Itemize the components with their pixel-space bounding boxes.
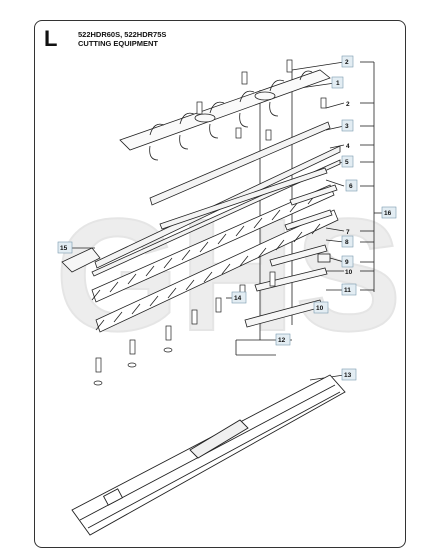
- callout-1: 1: [331, 76, 344, 89]
- svg-text:10: 10: [345, 269, 353, 276]
- callout-10b: 10: [313, 301, 329, 314]
- watermark: GHS: [54, 184, 403, 365]
- callout-13: 13: [341, 368, 357, 381]
- blade-cover-top: [119, 69, 331, 161]
- svg-text:6: 6: [349, 183, 353, 190]
- svg-text:16: 16: [384, 210, 392, 217]
- svg-text:15: 15: [60, 245, 68, 252]
- svg-text:9: 9: [345, 259, 349, 266]
- model-line: 522HDR60S, 522HDR75S: [78, 30, 167, 39]
- callout-2a: 2: [341, 55, 354, 68]
- callout-2b: 2: [346, 101, 350, 108]
- callout-9: 9: [341, 255, 354, 268]
- callout-14: 14: [231, 291, 247, 304]
- cutting-blades: [91, 184, 339, 333]
- svg-text:10: 10: [316, 305, 324, 312]
- callout-11: 11: [341, 283, 357, 296]
- svg-text:3: 3: [345, 123, 349, 130]
- callouts: 2 1 2 3 4 5 6 16 7: [57, 55, 397, 381]
- svg-text:13: 13: [344, 372, 352, 379]
- blade-guard: [71, 374, 346, 536]
- callout-4: 4: [346, 143, 350, 150]
- svg-text:8: 8: [345, 239, 349, 246]
- svg-text:7: 7: [346, 229, 350, 236]
- subtitle: CUTTING EQUIPMENT: [78, 39, 158, 48]
- callout-3: 3: [341, 119, 354, 132]
- callout-5: 5: [341, 155, 354, 168]
- svg-text:1: 1: [336, 80, 340, 87]
- callout-8: 8: [341, 235, 354, 248]
- small-parts: [61, 184, 338, 328]
- callout-7: 7: [346, 229, 350, 236]
- svg-text:4: 4: [346, 143, 350, 150]
- callout-16: 16: [381, 206, 397, 219]
- svg-text:2: 2: [345, 59, 349, 66]
- svg-text:11: 11: [344, 287, 351, 294]
- callout-12: 12: [275, 333, 291, 346]
- svg-text:12: 12: [278, 337, 286, 344]
- svg-text:2: 2: [346, 101, 350, 108]
- svg-text:5: 5: [345, 159, 349, 166]
- screws-top: [196, 59, 327, 141]
- svg-text:14: 14: [234, 295, 242, 302]
- section-letter: L: [44, 26, 58, 51]
- callout-10a: 10: [345, 269, 353, 276]
- callout-15: 15: [57, 241, 73, 254]
- diagram-frame: [34, 20, 406, 548]
- diagram-title: 522HDR60S, 522HDR75S CUTTING EQUIPMENT: [78, 30, 166, 48]
- watermark-text: GHS: [55, 185, 402, 364]
- callout-6: 6: [345, 179, 358, 192]
- blade-bars: [91, 121, 341, 277]
